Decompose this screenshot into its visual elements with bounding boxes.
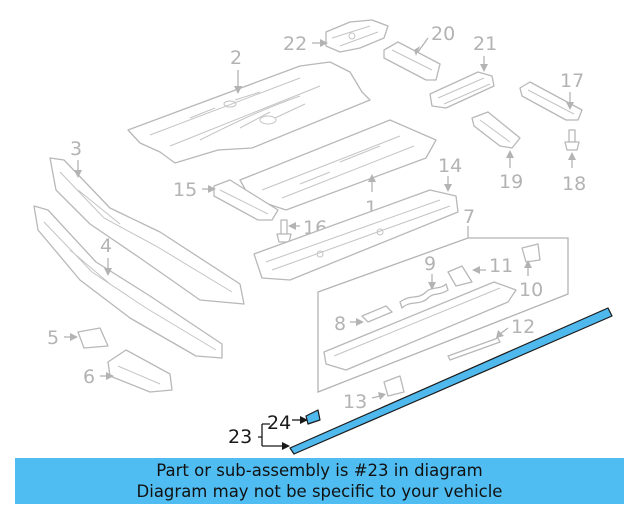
part-18-bolt [564, 129, 580, 151]
callout-23: 23 [228, 426, 252, 448]
leader-24 [292, 416, 308, 424]
part-11-bracket [447, 265, 473, 287]
leader-1 [368, 174, 376, 192]
part-3-front-side-member [49, 157, 245, 305]
part-8-bracket [361, 305, 393, 323]
part-13-bracket [383, 375, 405, 397]
callout-13: 13 [343, 391, 367, 413]
leader-16 [288, 222, 300, 230]
part-23-highlighted[interactable] [289, 307, 613, 455]
leader-6 [100, 372, 114, 380]
part-7-rocker-inner [323, 281, 517, 371]
callout-12: 12 [511, 316, 535, 338]
info-banner: Part or sub-assembly is #23 in diagram D… [15, 458, 624, 504]
part-10-clip [521, 243, 541, 263]
leader-2 [234, 70, 242, 94]
part-19-bracket [471, 111, 521, 149]
leader-12 [496, 327, 509, 338]
leader-8 [350, 318, 364, 326]
callout-5: 5 [47, 327, 59, 349]
part-9-reinforcement [399, 283, 449, 309]
callout-4: 4 [100, 235, 112, 257]
part-24-highlighted-clip[interactable] [305, 409, 321, 425]
leader-21 [480, 56, 488, 72]
callout-19: 19 [499, 171, 523, 193]
part-5-bracket [77, 327, 109, 349]
callout-15: 15 [173, 179, 197, 201]
callout-6: 6 [83, 366, 95, 388]
leader-14 [444, 176, 452, 192]
part-21-reinforcement [429, 71, 495, 109]
callout-2: 2 [230, 47, 242, 69]
leader-10 [524, 260, 532, 276]
part-2-floor-pan-front [127, 61, 371, 164]
leader-4 [104, 258, 112, 276]
part-12-strip [447, 337, 501, 361]
part-15-crossmember [213, 179, 279, 221]
part-16-bolt [276, 219, 292, 243]
banner-line-1: Part or sub-assembly is #23 in diagram [156, 461, 483, 480]
leader-11 [472, 266, 486, 274]
callout-10: 10 [519, 279, 543, 301]
part-17-bracket [519, 81, 583, 121]
callout-17: 17 [560, 70, 584, 92]
callout-18: 18 [562, 173, 586, 195]
leader-9 [428, 274, 436, 290]
part-4-side-member-lower [33, 205, 223, 359]
part-6-bracket [107, 349, 173, 393]
part-20-crossmember [383, 41, 441, 81]
leader-17 [566, 92, 574, 110]
leader-19 [506, 150, 514, 168]
group-box-7 [317, 226, 569, 393]
callout-7: 7 [463, 206, 475, 228]
callout-9: 9 [424, 253, 436, 275]
banner-line-2: Diagram may not be specific to your vehi… [136, 482, 503, 501]
leader-22 [312, 39, 328, 47]
callout-24: 24 [267, 412, 291, 434]
leader-15 [202, 185, 216, 193]
leader-3 [74, 160, 82, 178]
part-22-bracket [325, 19, 389, 53]
leader-23-bracket [258, 423, 290, 450]
leader-5 [64, 333, 78, 341]
leader-13 [371, 392, 386, 400]
callout-14: 14 [438, 155, 462, 177]
callout-8: 8 [334, 313, 346, 335]
callout-22: 22 [283, 33, 307, 55]
callout-3: 3 [70, 138, 82, 160]
callout-20: 20 [431, 23, 455, 45]
leader-18 [568, 152, 576, 168]
callout-21: 21 [473, 33, 497, 55]
leader-20 [414, 37, 429, 56]
part-14-side-member [253, 189, 459, 281]
callout-11: 11 [489, 255, 513, 277]
